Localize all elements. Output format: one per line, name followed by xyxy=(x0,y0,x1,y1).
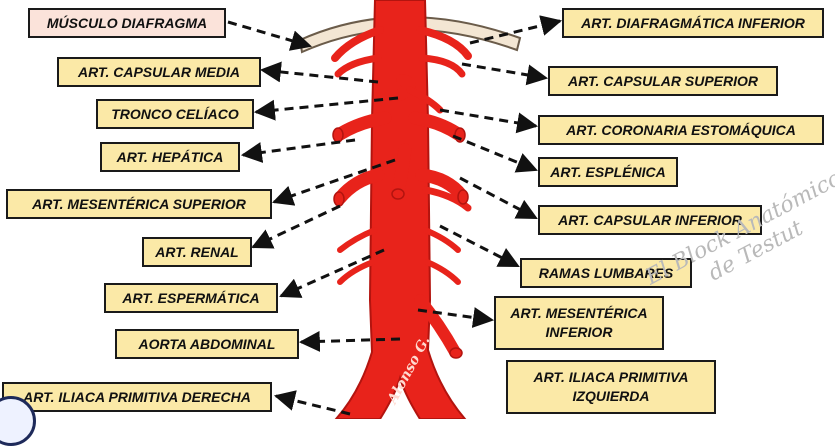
label-capsular-media: ART. CAPSULAR MEDIA xyxy=(57,57,261,87)
arrow-esplenica xyxy=(453,136,536,170)
mesenterica-superior-end xyxy=(392,189,404,199)
label-hepatica: ART. HEPÁTICA xyxy=(100,142,240,172)
lumbar-branch-left-2 xyxy=(340,262,373,282)
label-renal: ART. RENAL xyxy=(142,237,252,267)
arrow-coronaria xyxy=(440,110,536,126)
renal-end-right xyxy=(458,190,468,204)
hepatica-end xyxy=(333,128,343,142)
label-mesenterica-superior: ART. MESENTÉRICA SUPERIOR xyxy=(6,189,272,219)
arrow-diafragma xyxy=(228,22,310,46)
mesenterica-inferior-end xyxy=(450,348,462,358)
arrow-espermatica xyxy=(281,250,384,296)
label-esplenica: ART. ESPLÉNICA xyxy=(538,157,678,187)
label-iliaca-izquierda: ART. ILIACA PRIMITIVA IZQUIERDA xyxy=(506,360,716,414)
lumbar-branch-right-2 xyxy=(427,262,458,282)
capsular-media-branch-right xyxy=(422,58,462,74)
label-mesenterica-inferior: ART. MESENTÉRICA INFERIOR xyxy=(494,296,664,350)
label-iliaca-derecha: ART. ILIACA PRIMITIVA DERECHA xyxy=(2,382,272,412)
label-capsular-superior: ART. CAPSULAR SUPERIOR xyxy=(548,66,778,96)
label-coronaria-estomaquica: ART. CORONARIA ESTOMÁQUICA xyxy=(538,115,824,145)
capsular-media-branch-left xyxy=(338,58,378,74)
renal-end-left xyxy=(334,192,344,206)
arrow-capsular-media xyxy=(262,70,378,82)
label-musculo-diafragma: MÚSCULO DIAFRAGMA xyxy=(28,8,226,38)
arrow-capsular-superior xyxy=(462,64,546,78)
arrow-iliaca-derecha xyxy=(276,396,350,414)
label-diafragmatica-inferior: ART. DIAFRAGMÁTICA INFERIOR xyxy=(562,8,824,38)
arrow-hepatica xyxy=(243,140,355,155)
label-espermatica: ART. ESPERMÁTICA xyxy=(104,283,278,313)
arrow-capsular-inferior xyxy=(460,178,536,218)
label-aorta-abdominal: AORTA ABDOMINAL xyxy=(115,329,299,359)
mesenterica-superior-branch xyxy=(398,150,405,192)
label-tronco-celiaco: TRONCO CELÍACO xyxy=(96,99,254,129)
